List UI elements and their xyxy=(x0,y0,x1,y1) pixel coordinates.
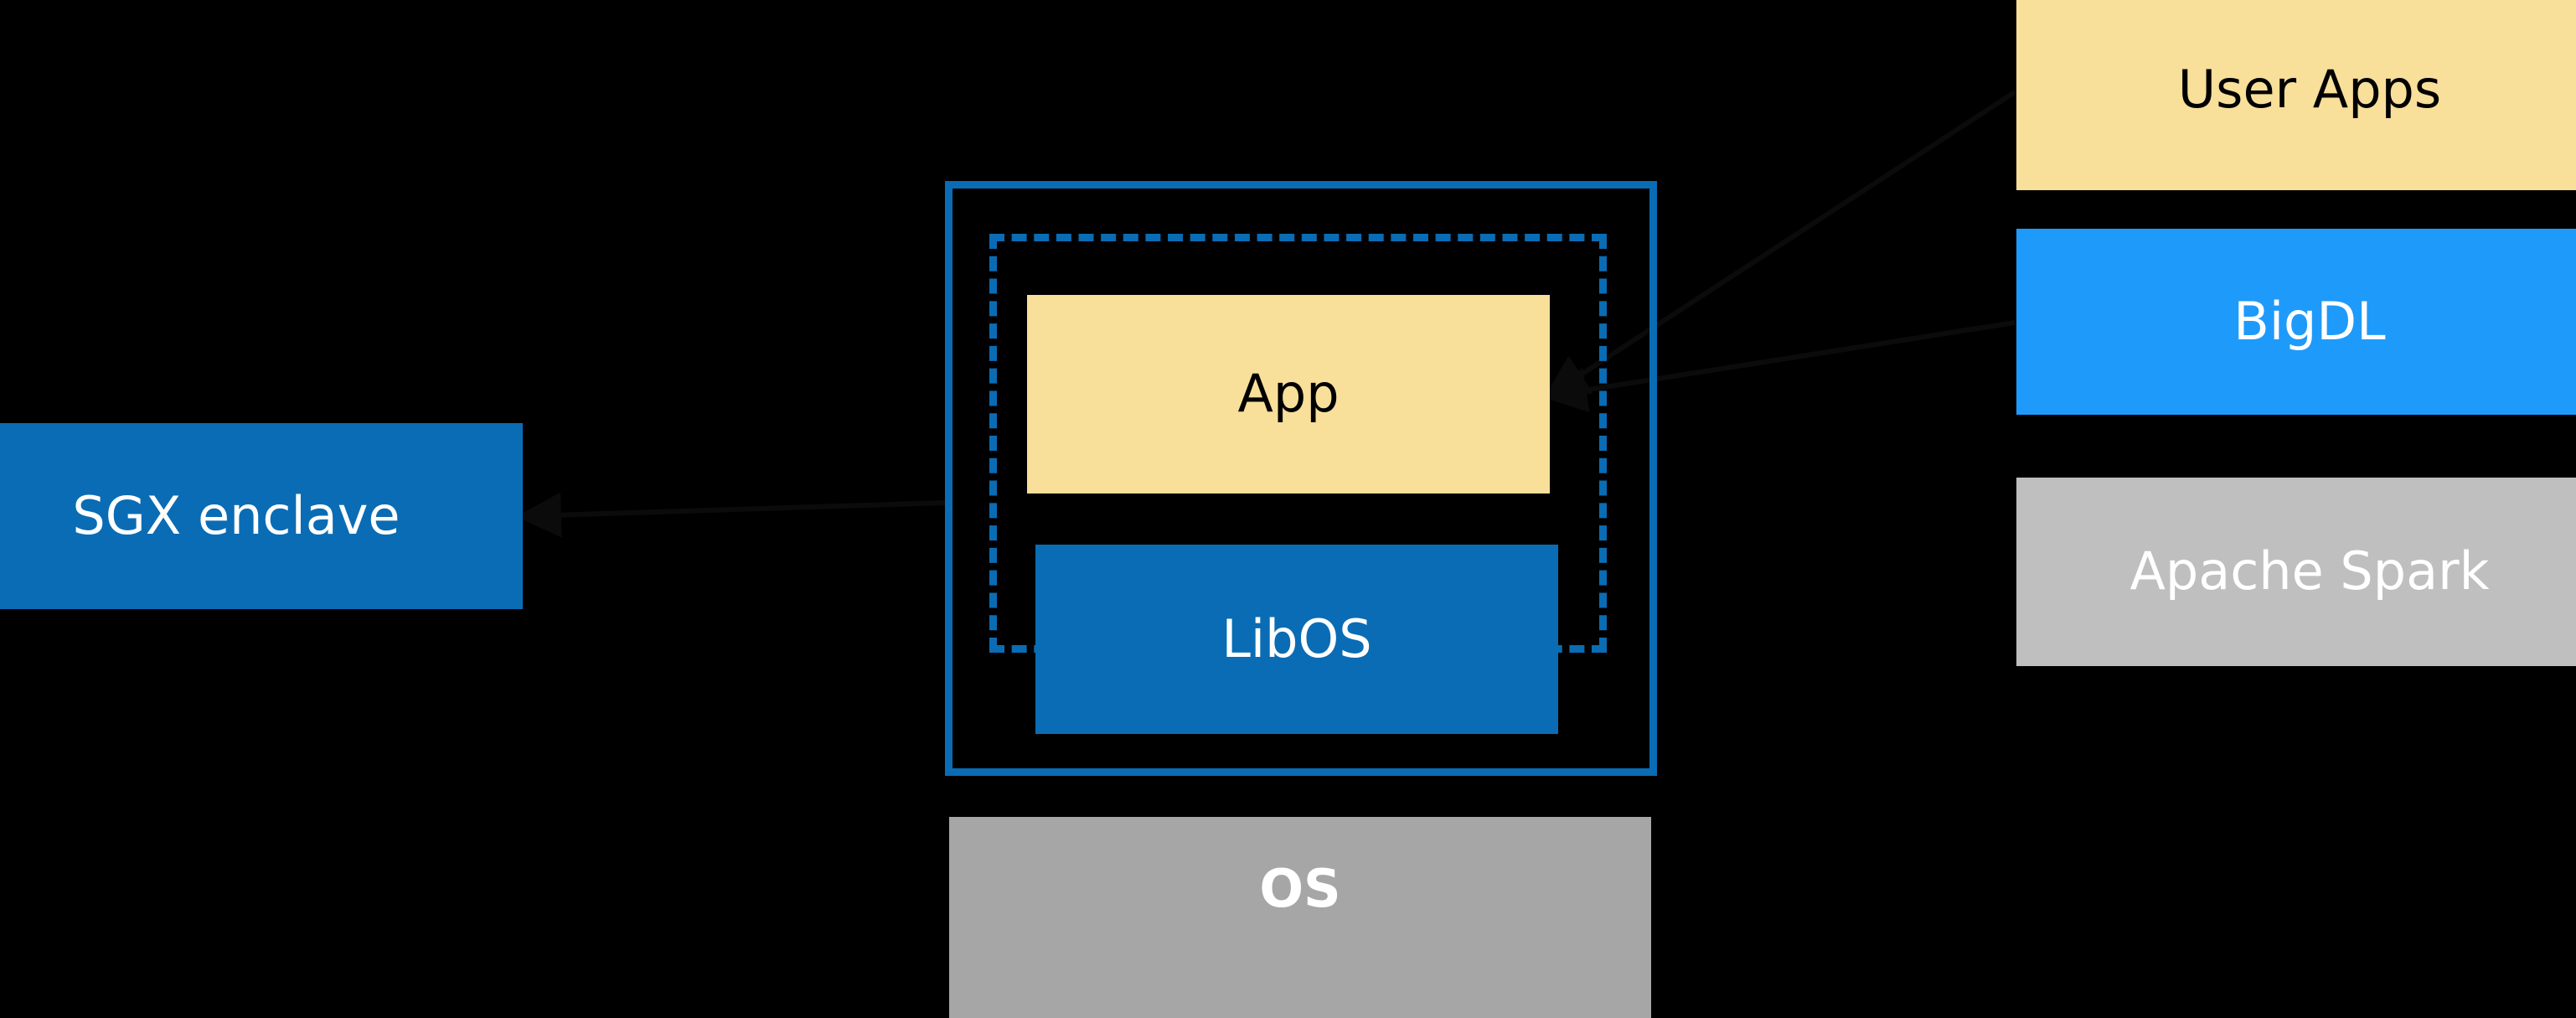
user-apps-box: User Apps xyxy=(2016,0,2576,190)
enclave-outer-frame xyxy=(945,181,1657,776)
libos-box: LibOS xyxy=(1035,545,1558,734)
bigdl-box: BigDL xyxy=(2016,229,2576,415)
apache-spark-label: Apache Spark xyxy=(2129,540,2490,602)
apache-spark-box: Apache Spark xyxy=(2016,478,2576,666)
os-box: OS xyxy=(949,817,1651,1018)
libos-label: LibOS xyxy=(1221,607,1372,669)
user-apps-label: User Apps xyxy=(2177,59,2442,121)
sgx-enclave-label: SGX enclave xyxy=(72,484,400,546)
bigdl-label: BigDL xyxy=(2233,290,2386,352)
sgx-enclave-box: SGX enclave xyxy=(0,423,523,609)
app-label: App xyxy=(1237,363,1340,425)
connector-sgx-to-frame xyxy=(516,492,946,538)
app-box: App xyxy=(1027,295,1550,493)
os-label: OS xyxy=(1259,858,1341,919)
